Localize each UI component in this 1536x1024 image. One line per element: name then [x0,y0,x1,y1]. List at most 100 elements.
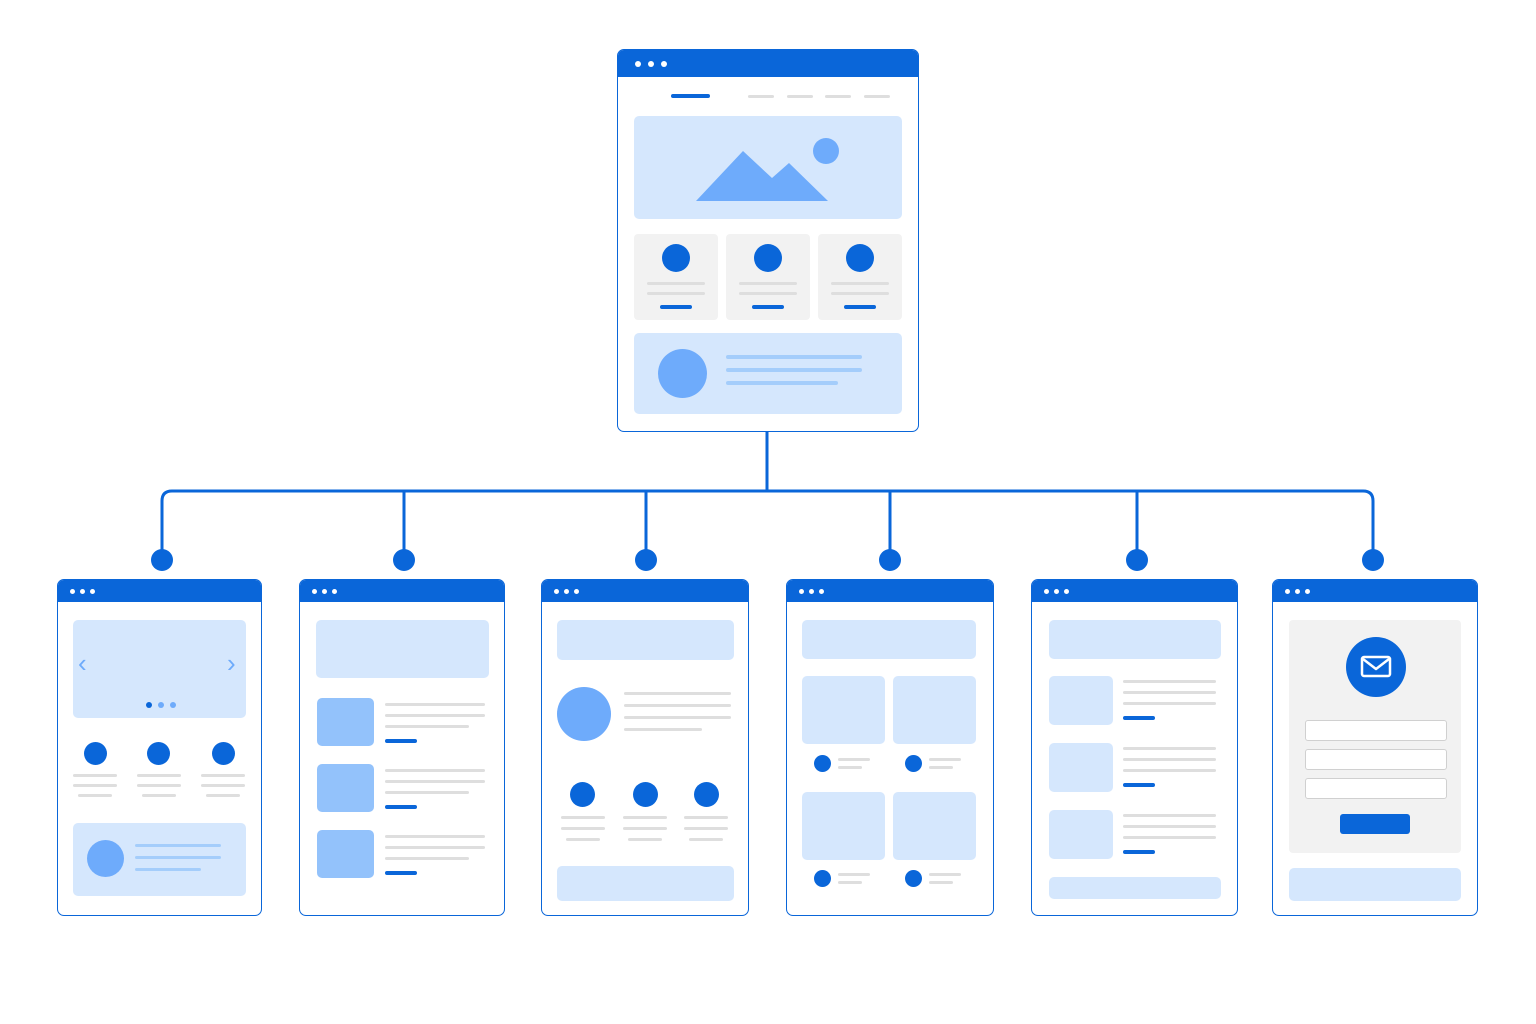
read-more-link[interactable] [385,871,417,875]
chevron-right-icon[interactable]: › [227,648,236,678]
text-line [78,794,112,797]
text-line [201,784,245,787]
text-line [73,774,117,777]
window-dot [332,588,337,594]
feature-icon [633,782,658,807]
carousel-dot[interactable] [170,702,176,708]
text-line [385,791,469,794]
feature-icon [212,742,235,765]
window-titlebar [58,580,261,602]
header-banner [316,620,489,678]
gallery-tile[interactable] [893,792,976,860]
email-field[interactable] [1305,749,1447,770]
header-banner [557,620,734,660]
carousel-page-wireframe: ‹ › [57,579,262,916]
text-line [142,794,176,797]
footer-banner [1289,868,1461,901]
window-dot [1285,588,1290,594]
feature-link[interactable] [660,305,692,309]
text-line [1123,680,1216,683]
read-more-link[interactable] [385,739,417,743]
read-more-link[interactable] [1123,716,1155,720]
text-line [726,381,838,385]
text-line [624,716,731,719]
window-dot [648,60,654,67]
contact-page-wireframe [1272,579,1478,916]
nav-item[interactable] [825,95,851,98]
envelope-icon [1360,655,1392,678]
gallery-tile[interactable] [893,676,976,744]
text-line [838,758,870,761]
text-line [206,794,240,797]
mountain-image-icon [696,138,839,201]
text-line [385,714,485,717]
feature-icon [754,244,782,272]
feature-link[interactable] [752,305,784,309]
name-field[interactable] [1305,720,1447,741]
logo-bar [671,94,710,98]
window-dot [574,588,579,594]
text-line [1123,825,1216,828]
feature-icon [84,742,107,765]
text-line [689,838,723,841]
nav-item[interactable] [864,95,890,98]
window-dot [1044,588,1049,594]
window-dot [799,588,804,594]
text-line [1123,758,1216,761]
testimonial-panel [634,333,902,414]
avatar [87,840,124,877]
home-page-wireframe [617,49,919,432]
nav-item[interactable] [787,95,813,98]
article-list-page-wireframe [1031,579,1238,916]
text-line [1123,747,1216,750]
text-line [561,816,605,819]
read-more-link[interactable] [385,805,417,809]
header-banner [1049,620,1221,659]
contact-form-panel [1289,620,1461,853]
header-banner [802,620,976,659]
avatar [658,349,707,398]
carousel-dot[interactable] [158,702,164,708]
text-line [929,758,961,761]
text-line [1123,836,1216,839]
text-line [684,816,728,819]
article-thumbnail [1049,810,1113,859]
carousel-dot[interactable] [146,702,152,708]
text-line [561,827,605,830]
read-more-link[interactable] [1123,850,1155,854]
submit-button[interactable] [1340,814,1410,834]
gallery-page-wireframe [786,579,994,916]
text-line [628,838,662,841]
text-line [1123,814,1216,817]
chevron-left-icon[interactable]: ‹ [78,648,87,678]
window-titlebar [787,580,993,602]
window-dot [1064,588,1069,594]
window-titlebar [1273,580,1477,602]
message-field[interactable] [1305,778,1447,799]
gallery-tile[interactable] [802,676,885,744]
nav-item[interactable] [748,95,774,98]
article-thumbnail [1049,743,1113,792]
text-line [385,769,485,772]
window-titlebar [618,50,918,77]
feature-link[interactable] [844,305,876,309]
read-more-link[interactable] [1123,783,1155,787]
text-line [385,835,485,838]
text-line [831,292,889,295]
branch-node [1126,549,1148,571]
branch-node [635,549,657,571]
envelope-icon-badge [1346,637,1406,697]
list-thumbnail [317,764,374,812]
branch-node [879,549,901,571]
window-dot [661,60,667,67]
image-carousel: ‹ › [73,620,246,718]
article-thumbnail [1049,676,1113,725]
footer-banner [557,866,734,901]
author-avatar [905,755,922,772]
text-line [135,868,201,871]
branch-node [1362,549,1384,571]
window-titlebar [1032,580,1237,602]
gallery-tile[interactable] [802,792,885,860]
text-line [739,292,797,295]
